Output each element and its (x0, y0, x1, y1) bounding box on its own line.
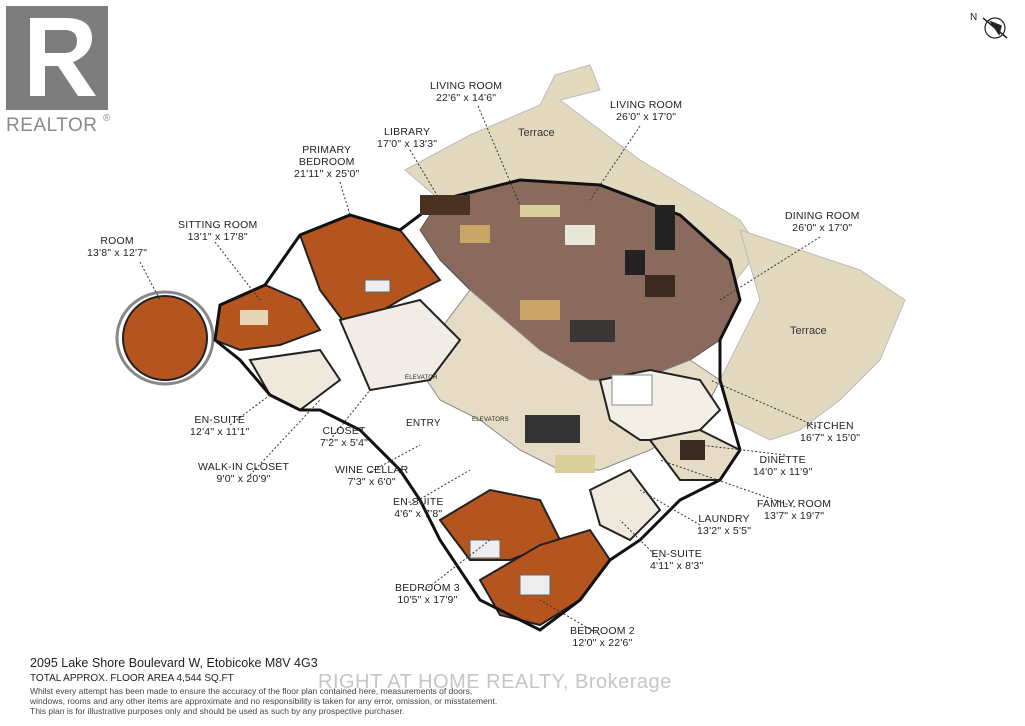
label-terrace-east: Terrace (790, 325, 827, 337)
closet-floor (338, 298, 462, 392)
cabinet (655, 205, 675, 250)
leader-lines (139, 105, 821, 636)
floor-area: TOTAL APPROX. FLOOR AREA 4,544 SQ.FT (30, 673, 234, 684)
label-elevator: ELEVATOR (405, 375, 438, 381)
ensuite-floor (248, 348, 342, 412)
sitting-sofa (240, 310, 268, 325)
label-terrace-north: Terrace (518, 127, 555, 139)
ensuite-south-floor (588, 468, 662, 542)
disclaimer-line-3: This plan is for illustrative purposes o… (30, 706, 405, 716)
dinette-table (680, 440, 705, 460)
family-sofa (525, 415, 580, 443)
desk (460, 225, 490, 243)
compass-label: N (970, 12, 978, 23)
bed-primary (364, 279, 391, 293)
property-address: 2095 Lake Shore Boulevard W, Etobicoke M… (30, 656, 318, 670)
round-room-floor (122, 295, 208, 381)
curved-sofa (520, 300, 560, 320)
bed2 (519, 574, 551, 596)
sofa-white (565, 225, 595, 245)
disclaimer-line-1: Whilst every attempt has been made to en… (30, 686, 473, 696)
realtor-logo-text: REALTOR (6, 115, 98, 136)
ottoman (555, 455, 595, 473)
dining-table (645, 275, 675, 297)
label-elevators: ELEVATORS (472, 417, 509, 423)
brokerage-watermark: RIGHT AT HOME REALTY, Brokerage (318, 671, 672, 693)
disclaimer-line-2: windows, rooms and any other items are a… (30, 696, 498, 706)
label-entry: ENTRY (406, 418, 441, 429)
registered-icon: ® (103, 113, 111, 124)
kitchen-island (611, 374, 653, 406)
bookshelf (420, 195, 470, 215)
sectional-sofa (570, 320, 615, 342)
sofa (520, 205, 560, 217)
realtor-logo-icon (6, 6, 108, 110)
bed3 (469, 539, 501, 559)
compass-icon (982, 17, 1008, 39)
fireplace (625, 250, 645, 275)
